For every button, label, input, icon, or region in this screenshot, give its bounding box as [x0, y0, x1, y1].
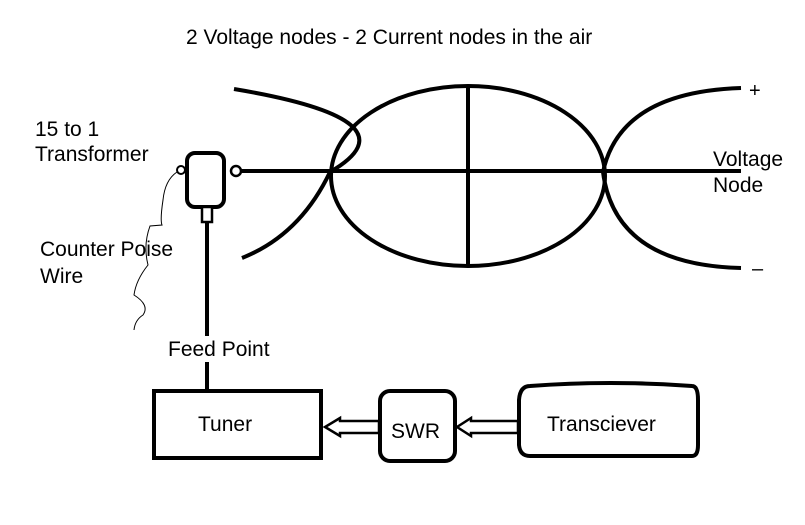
arrow-transceiver-to-swr [454, 415, 520, 439]
diagram-title: 2 Voltage nodes - 2 Current nodes in the… [186, 26, 593, 49]
transceiver-label: Transciever [547, 413, 656, 436]
transceiver-box [517, 381, 700, 458]
transformer-label-line1: 15 to 1 [35, 118, 100, 141]
tuner-box [152, 389, 323, 460]
transformer-right-terminal [229, 164, 243, 178]
minus-sign: – [752, 258, 764, 280]
transformer-stub [200, 205, 214, 224]
voltage-node-label-line1: Voltage [713, 148, 784, 171]
tuner-label: Tuner [198, 413, 253, 436]
counterpoise-label-line1: Counter Poise [40, 238, 174, 261]
swr-label: SWR [391, 420, 440, 443]
feed-point-label: Feed Point [168, 338, 270, 361]
counterpoise-label-line2: Wire [40, 265, 84, 288]
voltage-node-label-line2: Node [713, 174, 764, 197]
plus-sign: + [749, 80, 761, 102]
left-wave-arc [233, 87, 362, 260]
transformer-left-terminal [176, 165, 186, 175]
arrow-swr-to-tuner [322, 415, 381, 439]
transformer-box [185, 151, 226, 209]
transformer-label-line2: Transformer [35, 143, 149, 166]
counterpoise-wire [133, 171, 178, 331]
